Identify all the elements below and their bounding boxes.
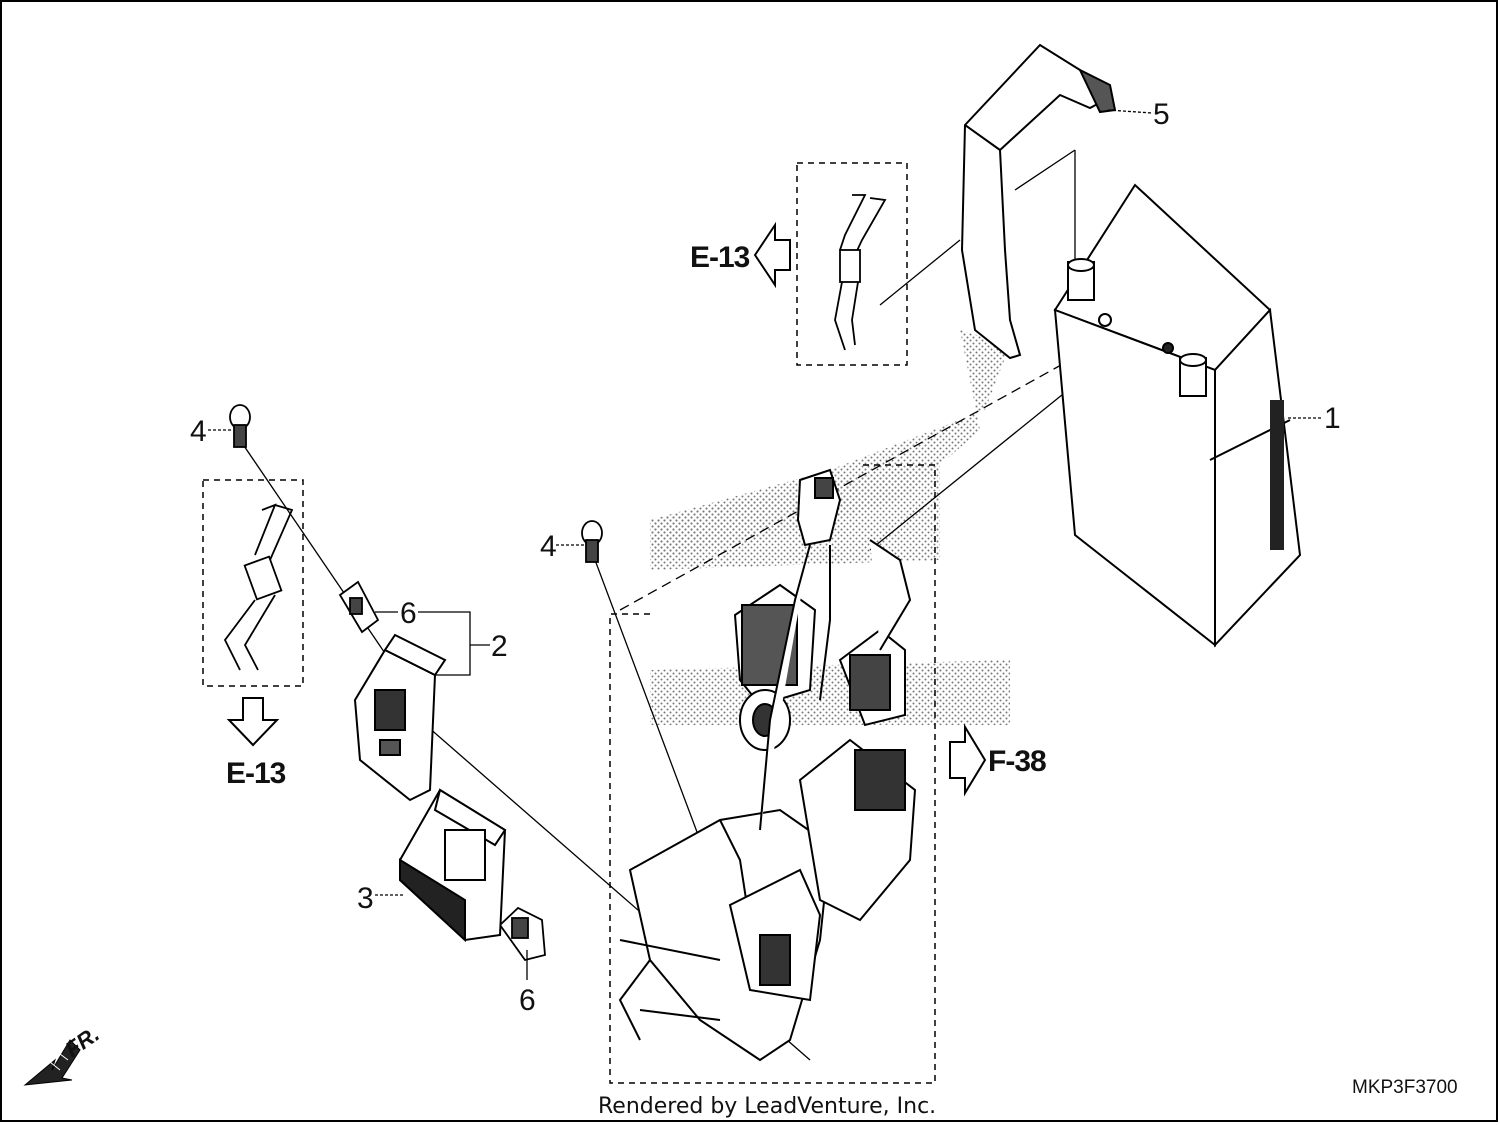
arrow-f38 bbox=[949, 723, 987, 797]
callout-4-center: 4 bbox=[540, 530, 557, 563]
relay-switch bbox=[353, 633, 447, 802]
callout-3: 3 bbox=[357, 882, 374, 915]
group-box-center bbox=[609, 464, 936, 1084]
battery bbox=[1053, 183, 1302, 648]
arrow-e13-left bbox=[226, 697, 280, 747]
callout-6-bottom: 6 bbox=[519, 984, 536, 1017]
callout-2: 2 bbox=[491, 630, 508, 663]
battery-terminal-pos bbox=[1179, 353, 1207, 397]
cable-left bbox=[223, 503, 294, 671]
fuse-top bbox=[338, 580, 380, 634]
wire-harness bbox=[618, 468, 917, 1062]
ref-f38: F-38 bbox=[988, 745, 1046, 778]
battery-band bbox=[960, 43, 1117, 360]
callout-4-left: 4 bbox=[190, 415, 207, 448]
cable-top bbox=[834, 194, 887, 351]
callout-5: 5 bbox=[1153, 98, 1170, 131]
callout-6-top: 6 bbox=[400, 597, 417, 630]
fuse-bottom bbox=[498, 906, 546, 962]
arrow-front bbox=[23, 1039, 81, 1086]
relay-cover bbox=[399, 788, 507, 943]
bolt-center bbox=[581, 520, 603, 563]
callout-leaders bbox=[208, 109, 1322, 980]
ref-e13-top: E-13 bbox=[690, 241, 750, 274]
battery-terminal-neg bbox=[1067, 258, 1095, 301]
diagram-code: MKP3F3700 bbox=[1352, 1077, 1458, 1098]
credit-line: Rendered by LeadVenture, Inc. bbox=[598, 1094, 936, 1119]
ref-e13-left: E-13 bbox=[226, 757, 286, 790]
group-box-left bbox=[202, 479, 304, 687]
arrow-e13-top bbox=[753, 221, 791, 289]
bolt-left bbox=[229, 404, 251, 448]
group-box-top bbox=[796, 162, 908, 366]
callout-1: 1 bbox=[1324, 402, 1341, 435]
